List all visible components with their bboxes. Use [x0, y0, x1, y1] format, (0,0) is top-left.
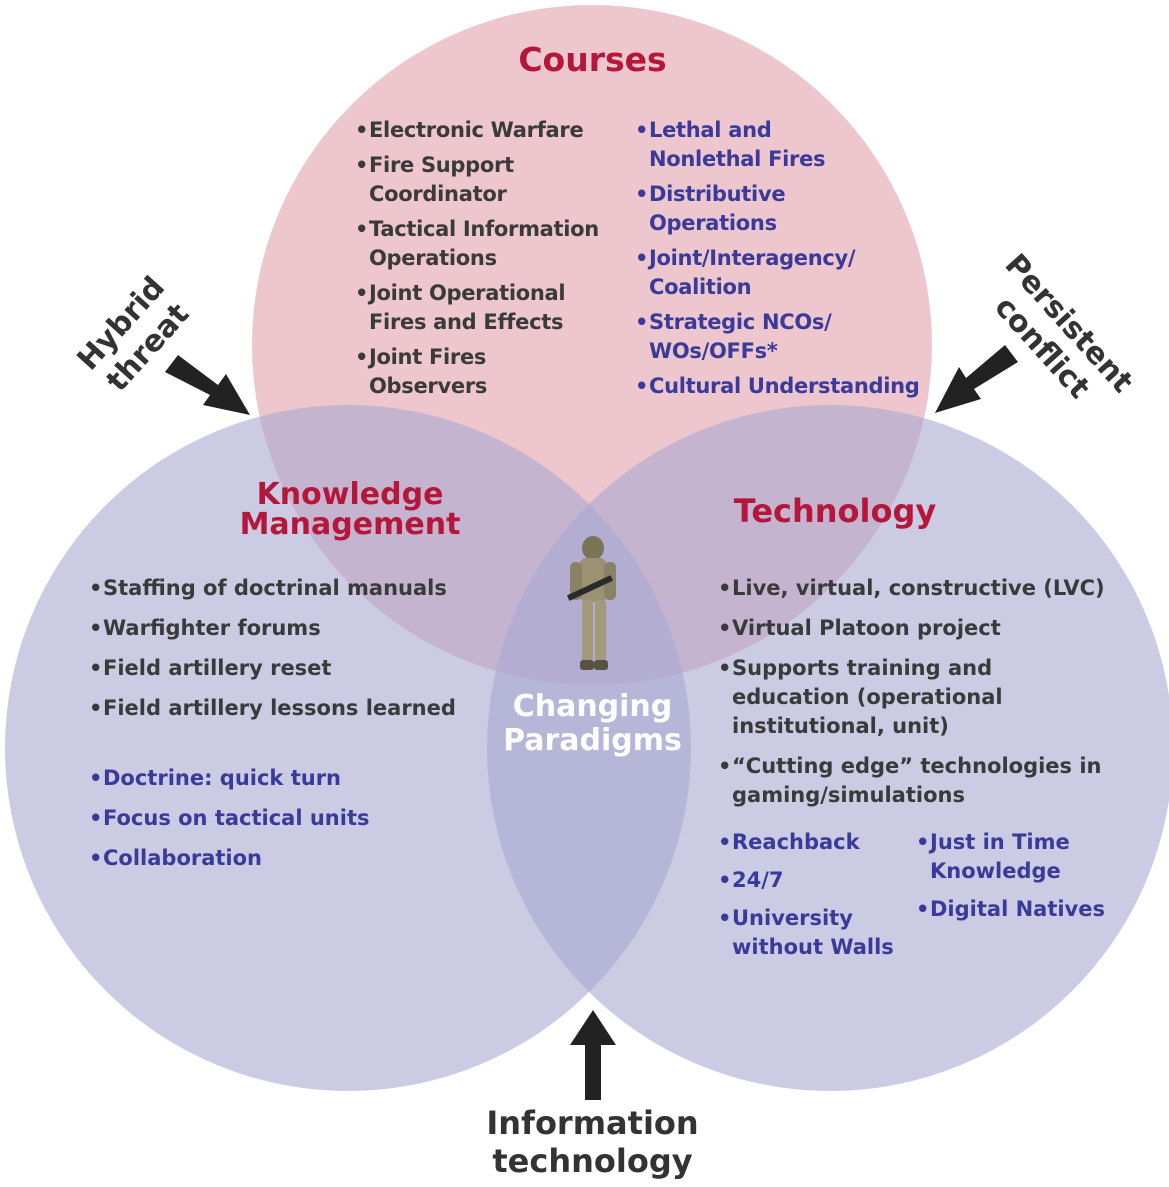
- list-item: Focus on tactical units: [89, 804, 409, 833]
- information-technology-arrow-icon: [570, 1010, 616, 1100]
- courses-title: Courses: [518, 40, 667, 79]
- list-item: Staffing of doctrinal manuals: [89, 574, 469, 603]
- list-item: Strategic NCOs/ WOs/OFFs*: [635, 308, 849, 366]
- list-item: Tactical Information Operations: [355, 215, 605, 273]
- changing-paradigms-label: Changing Paradigms: [490, 690, 695, 758]
- list-item: Collaboration: [89, 844, 409, 873]
- list-item: “Cutting edge” technologies in gaming/si…: [718, 752, 1102, 810]
- knowledge-title-line1: Knowledge: [256, 477, 444, 512]
- list-item: Cultural Understanding: [635, 372, 925, 401]
- list-item: Doctrine: quick turn: [89, 764, 409, 793]
- knowledge-title-line2: Management: [239, 507, 461, 542]
- list-item: Lethal and Nonlethal Fires: [635, 116, 849, 174]
- info-line1: Information: [486, 1104, 699, 1142]
- list-item: Supports training and education (operati…: [718, 654, 1113, 741]
- technology-title: Technology: [733, 492, 937, 530]
- knowledge-list-blue: Doctrine: quick turn Focus on tactical u…: [89, 764, 409, 884]
- courses-list-left: Electronic Warfare Fire Support Coordina…: [355, 116, 605, 407]
- list-item: Virtual Platoon project: [718, 614, 1113, 643]
- information-technology-label: Information technology: [470, 1104, 715, 1180]
- list-item: Field artillery lessons learned: [89, 694, 469, 723]
- technology-list-blue-right: Just in Time Knowledge Digital Natives: [916, 828, 1116, 933]
- soldier-icon: [566, 536, 616, 670]
- persistent-conflict-arrow-icon: [935, 345, 1018, 413]
- hybrid-threat-arrow-icon: [165, 355, 250, 415]
- list-item: Distributive Operations: [635, 180, 819, 238]
- info-line2: technology: [492, 1142, 693, 1180]
- technology-list-blue-left: Reachback 24/7 University without Walls: [718, 828, 903, 971]
- list-item: Warfighter forums: [89, 614, 469, 643]
- knowledge-list-dark: Staffing of doctrinal manuals Warfighter…: [89, 574, 469, 734]
- list-item: Field artillery reset: [89, 654, 469, 683]
- list-item: Joint Fires Observers: [355, 343, 605, 401]
- list-item: Joint/Interagency/ Coalition: [635, 244, 869, 302]
- list-item: Fire Support Coordinator: [355, 151, 605, 209]
- courses-list-right: Lethal and Nonlethal Fires Distributive …: [635, 116, 925, 407]
- list-item: Just in Time Knowledge: [916, 828, 1080, 886]
- technology-list-dark: Live, virtual, constructive (LVC) Virtua…: [718, 574, 1113, 821]
- list-item: 24/7: [718, 866, 903, 895]
- list-item: Joint Operational Fires and Effects: [355, 279, 605, 337]
- center-line1: Changing: [512, 689, 673, 724]
- list-item: Live, virtual, constructive (LVC): [718, 574, 1113, 603]
- center-line2: Paradigms: [503, 723, 682, 758]
- list-item: Electronic Warfare: [355, 116, 605, 145]
- list-item: Digital Natives: [916, 895, 1116, 924]
- knowledge-management-title: Knowledge Management: [215, 480, 485, 540]
- list-item: Reachback: [718, 828, 903, 857]
- list-item: University without Walls: [718, 904, 897, 962]
